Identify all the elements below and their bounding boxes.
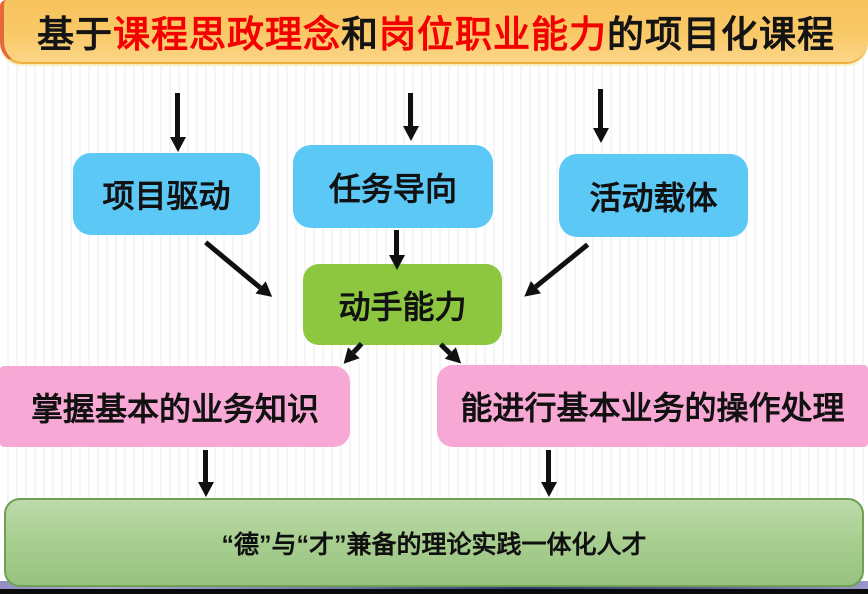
title-segment: 基于 [37, 14, 113, 55]
outcome-banner: “德”与“才”兼备的理论实践一体化人才 [4, 498, 864, 587]
node-basic-operation: 能进行基本业务的操作处理 [437, 365, 868, 447]
arrow-down-to-project-driven [170, 93, 186, 152]
arrow-down-to-activity-carrier [593, 89, 609, 143]
node-project-driven: 项目驱动 [73, 153, 260, 235]
arrow-project-to-handson [201, 236, 278, 304]
arrow-knowledge-to-outcome [198, 450, 214, 497]
node-master-knowledge: 掌握基本的业务知识 [0, 366, 350, 447]
node-hands-on-ability: 动手能力 [303, 264, 502, 345]
title-segment: 和 [341, 14, 379, 55]
node-activity-carrier: 活动载体 [559, 154, 748, 237]
arrow-task-to-handson [389, 230, 405, 270]
node-activity-carrier-label: 活动载体 [589, 179, 718, 216]
title-segment-highlight: 课程思政理念 [113, 14, 341, 55]
node-task-oriented: 任务导向 [293, 145, 493, 228]
title-segment-highlight: 岗位职业能力 [379, 14, 607, 55]
outcome-banner-label: “德”与“才”兼备的理论实践一体化人才 [221, 530, 647, 559]
node-basic-operation-label: 能进行基本业务的操作处理 [460, 390, 845, 426]
node-task-oriented-label: 任务导向 [328, 170, 457, 207]
node-hands-on-ability-label: 动手能力 [338, 288, 467, 325]
title-segment: 的项目化课程 [607, 14, 835, 55]
arrow-activity-to-handson [519, 239, 593, 303]
arrow-operation-to-outcome [541, 450, 557, 497]
title-banner: 基于课程思政理念和岗位职业能力的项目化课程 [0, 0, 868, 64]
bottom-edge-bar [0, 589, 868, 594]
node-project-driven-label: 项目驱动 [102, 178, 231, 214]
arrow-down-to-task-oriented [403, 93, 419, 141]
node-master-knowledge-label: 掌握基本的业务知识 [30, 390, 319, 427]
